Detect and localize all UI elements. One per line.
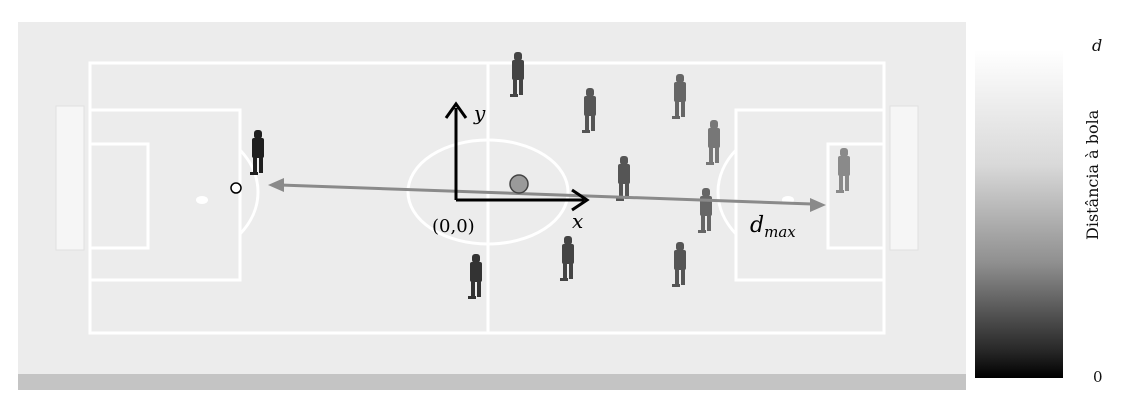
dmax-main: d (750, 213, 764, 238)
left-goal-box (88, 142, 150, 250)
origin-label: (0,0) (432, 216, 475, 237)
ball (509, 174, 529, 194)
x-axis-label: x (572, 209, 583, 233)
x-axis-arrowhead (571, 188, 590, 212)
center-circle (406, 138, 570, 246)
dmax-subscript: max (764, 223, 796, 241)
right-penalty-arc (716, 148, 738, 236)
left-penalty-spot (196, 196, 208, 204)
origin-player-marker (230, 182, 242, 194)
left-penalty-arc (238, 148, 260, 236)
right-goal (889, 105, 919, 251)
distance-colorbar (975, 50, 1063, 378)
soccer-field: y x (0,0) dmax (18, 22, 966, 390)
coordinate-axes (444, 101, 590, 212)
colorbar-max-label: d (1092, 36, 1103, 55)
field-surface (18, 22, 966, 374)
soccer-field-view: y x (0,0) dmax (18, 22, 966, 394)
distance-arrow (268, 178, 826, 212)
field-bottom-edge (18, 374, 966, 390)
colorbar-axis-label: Distância à bola (1083, 109, 1102, 240)
dmax-label: dmax (750, 213, 796, 241)
field-lines (88, 61, 886, 335)
right-goal-box (826, 142, 886, 250)
y-axis-label: y (473, 101, 486, 125)
y-axis-arrowhead (444, 101, 468, 119)
left-goal (55, 105, 85, 251)
colorbar-min-label: 0 (1093, 368, 1103, 386)
